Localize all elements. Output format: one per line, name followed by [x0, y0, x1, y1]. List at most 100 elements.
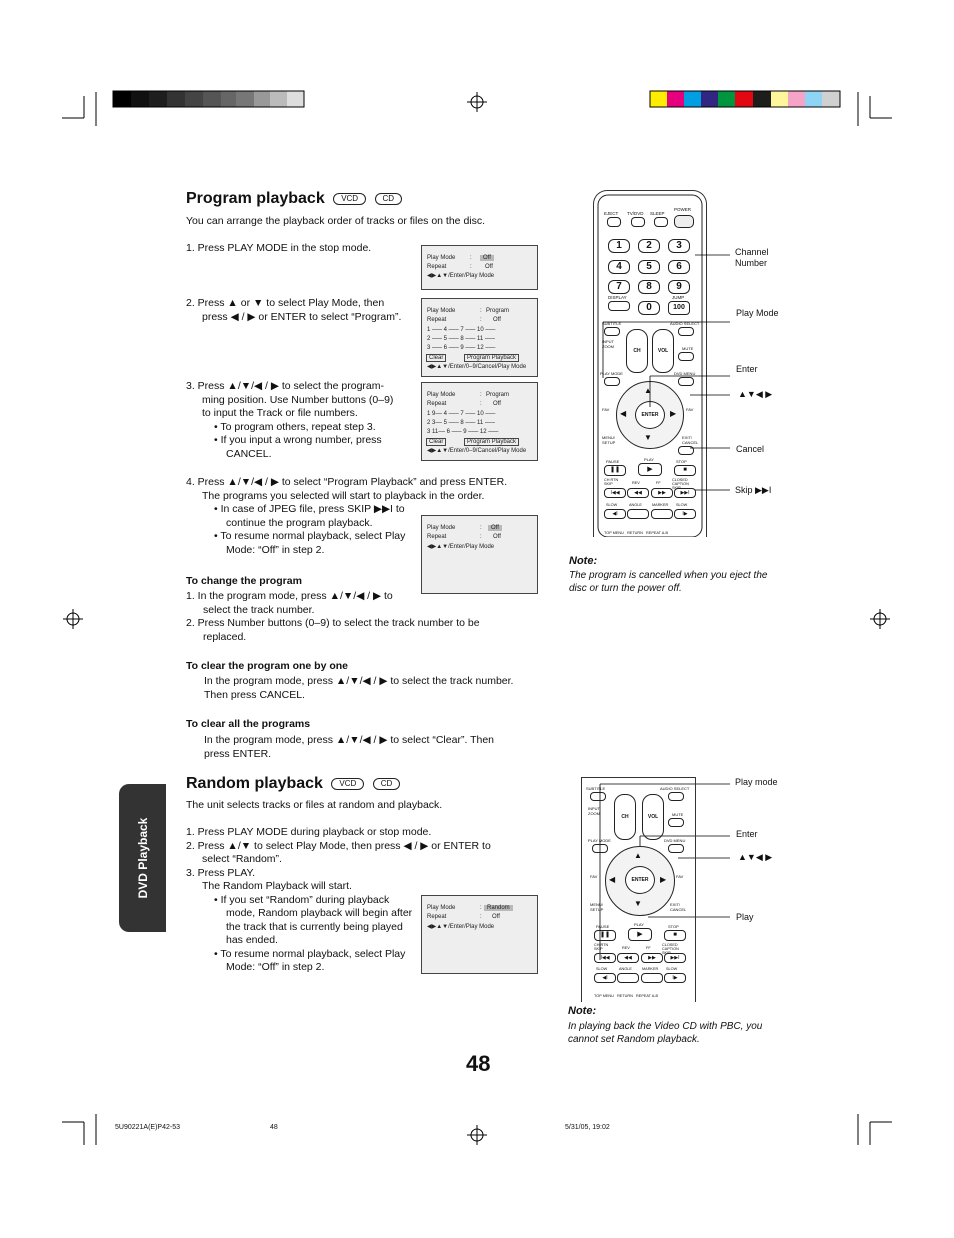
subtitle-button[interactable]: [590, 792, 606, 801]
fast-forward-button[interactable]: ▶▶: [651, 488, 673, 498]
digit-9-button[interactable]: 9: [668, 280, 690, 294]
mute-button[interactable]: [668, 818, 684, 827]
display-button[interactable]: [608, 301, 630, 311]
stop-button[interactable]: ■: [674, 465, 696, 476]
footer-date: 5/31/05, 19:02: [565, 1124, 610, 1131]
rewind-button[interactable]: ◀◀: [617, 953, 639, 963]
tvdvd-button[interactable]: [631, 217, 645, 227]
callout-cancel: Cancel: [736, 444, 765, 454]
note-2-heading: Note:: [568, 1005, 597, 1017]
marker-button[interactable]: [641, 973, 663, 983]
footer-file: 5U90221A(E)P42-53: [115, 1124, 180, 1131]
callout-arrows: ▲▼◀ ▶: [738, 389, 773, 399]
slow-forward-button[interactable]: I▶: [664, 973, 686, 983]
dvd-menu-button[interactable]: [678, 377, 694, 386]
change-heading: To change the program: [186, 575, 302, 587]
exit-cancel-button[interactable]: [678, 446, 694, 455]
note-2-text: In playing back the Video CD with PBC, y…: [568, 1021, 763, 1045]
digit-1-button[interactable]: 1: [608, 239, 630, 253]
digit-4-button[interactable]: 4: [608, 260, 630, 274]
program-intro: You can arrange the playback order of tr…: [186, 215, 486, 227]
callout-channel-number: Channel Number: [735, 247, 769, 268]
angle-button[interactable]: [617, 973, 639, 983]
left-arrow-icon: ◀: [620, 409, 627, 418]
change-list: 1. In the program mode, press ▲/▼/◀ / ▶ …: [186, 590, 480, 643]
callout-skip: Skip ▶▶I: [735, 485, 772, 495]
skip-back-button[interactable]: I◀◀: [604, 488, 626, 498]
skip-back-button[interactable]: I◀◀: [594, 953, 616, 963]
stop-button[interactable]: ■: [664, 930, 686, 941]
osd-screen-random: Play Mode : Random Repeat : Off ◀▶▲▼/Ent…: [421, 895, 538, 974]
vcd-badge: VCD: [333, 192, 367, 205]
note-1-heading: Note:: [569, 555, 598, 567]
osd-screen-4: Play Mode : Off Repeat : Off ◀▶▲▼/Enter/…: [421, 515, 538, 594]
volume-rocker[interactable]: VOL: [652, 329, 674, 373]
callout-play-mode-2: Play mode: [735, 777, 778, 787]
osd-screen-1: Play Mode : Off Repeat : Off ◀▶▲▼/Enter/…: [421, 245, 538, 290]
right-arrow-icon: ▶: [660, 875, 667, 884]
play-mode-button[interactable]: [592, 844, 608, 853]
registration-mark-bottom: [467, 1125, 487, 1145]
osd-screen-3: Play Mode : Program Repeat : Off 1 9–– 4…: [421, 382, 538, 461]
registration-mark-top: [467, 92, 487, 112]
remote-control-partial: SUBTITLE AUDIO SELECT INPUT ZOOM MUTE CH…: [581, 777, 696, 1002]
hundred-button[interactable]: 100: [668, 301, 690, 315]
fast-forward-button[interactable]: ▶▶: [641, 953, 663, 963]
sleep-button[interactable]: [654, 217, 668, 227]
random-playback-title: Random playback VCD CD: [186, 775, 401, 793]
angle-button[interactable]: [627, 509, 649, 519]
slow-reverse-button[interactable]: ◀I: [604, 509, 626, 519]
mute-button[interactable]: [678, 352, 694, 361]
program-step-1: 1. Press PLAY MODE in the stop mode.: [186, 242, 372, 254]
enter-button[interactable]: ENTER: [625, 866, 655, 894]
eject-button[interactable]: [607, 217, 621, 227]
down-arrow-icon: ▼: [644, 433, 652, 442]
power-button[interactable]: [674, 215, 694, 228]
audio-select-button[interactable]: [678, 327, 694, 336]
marker-button[interactable]: [651, 509, 673, 519]
rewind-button[interactable]: ◀◀: [627, 488, 649, 498]
slow-forward-button[interactable]: I▶: [674, 509, 696, 519]
digit-0-button[interactable]: 0: [638, 301, 660, 315]
audio-select-button[interactable]: [668, 792, 684, 801]
side-tab: DVD Playback: [119, 784, 166, 932]
right-arrow-icon: ▶: [670, 409, 677, 418]
subtitle-button[interactable]: [604, 327, 620, 336]
enter-button[interactable]: ENTER: [635, 401, 665, 429]
callout-arrows-2: ▲▼◀ ▶: [738, 852, 773, 862]
digit-7-button[interactable]: 7: [608, 280, 630, 294]
digit-8-button[interactable]: 8: [638, 280, 660, 294]
pause-button[interactable]: ❚❚: [604, 465, 626, 476]
random-intro: The unit selects tracks or files at rand…: [186, 799, 443, 811]
registration-mark-left: [63, 609, 83, 629]
page-number: 48: [466, 1051, 491, 1076]
osd-screen-2: Play Mode : Program Repeat : Off 1 ––– 4…: [421, 298, 538, 377]
program-playback-title: Program playback VCD CD: [186, 190, 403, 208]
dvd-menu-button[interactable]: [668, 844, 684, 853]
channel-rocker[interactable]: CH: [626, 329, 648, 373]
digit-3-button[interactable]: 3: [668, 239, 690, 253]
down-arrow-icon: ▼: [634, 899, 642, 908]
play-mode-button[interactable]: [604, 377, 620, 386]
clear-one-heading: To clear the program one by one: [186, 660, 349, 672]
random-title-text: Random playback: [186, 775, 323, 792]
callout-enter-2: Enter: [736, 829, 758, 839]
digit-2-button[interactable]: 2: [638, 239, 660, 253]
slow-reverse-button[interactable]: ◀I: [594, 973, 616, 983]
vcd-badge: VCD: [331, 777, 365, 790]
random-steps: 1. Press PLAY MODE during playback or st…: [186, 826, 491, 973]
skip-forward-button[interactable]: ▶▶I: [674, 488, 696, 498]
skip-forward-button[interactable]: ▶▶I: [664, 953, 686, 963]
play-button[interactable]: ▶: [628, 928, 652, 941]
clear-all-heading: To clear all the programs: [186, 718, 311, 730]
digit-6-button[interactable]: 6: [668, 260, 690, 274]
volume-rocker[interactable]: VOL: [642, 794, 664, 840]
pause-button[interactable]: ❚❚: [594, 930, 616, 941]
left-arrow-icon: ◀: [609, 875, 616, 884]
cd-badge: CD: [374, 192, 403, 205]
play-button[interactable]: ▶: [638, 463, 662, 476]
digit-5-button[interactable]: 5: [638, 260, 660, 274]
program-step-2: 2. Press ▲ or ▼ to select Play Mode, the…: [186, 297, 402, 323]
channel-rocker[interactable]: CH: [614, 794, 636, 840]
